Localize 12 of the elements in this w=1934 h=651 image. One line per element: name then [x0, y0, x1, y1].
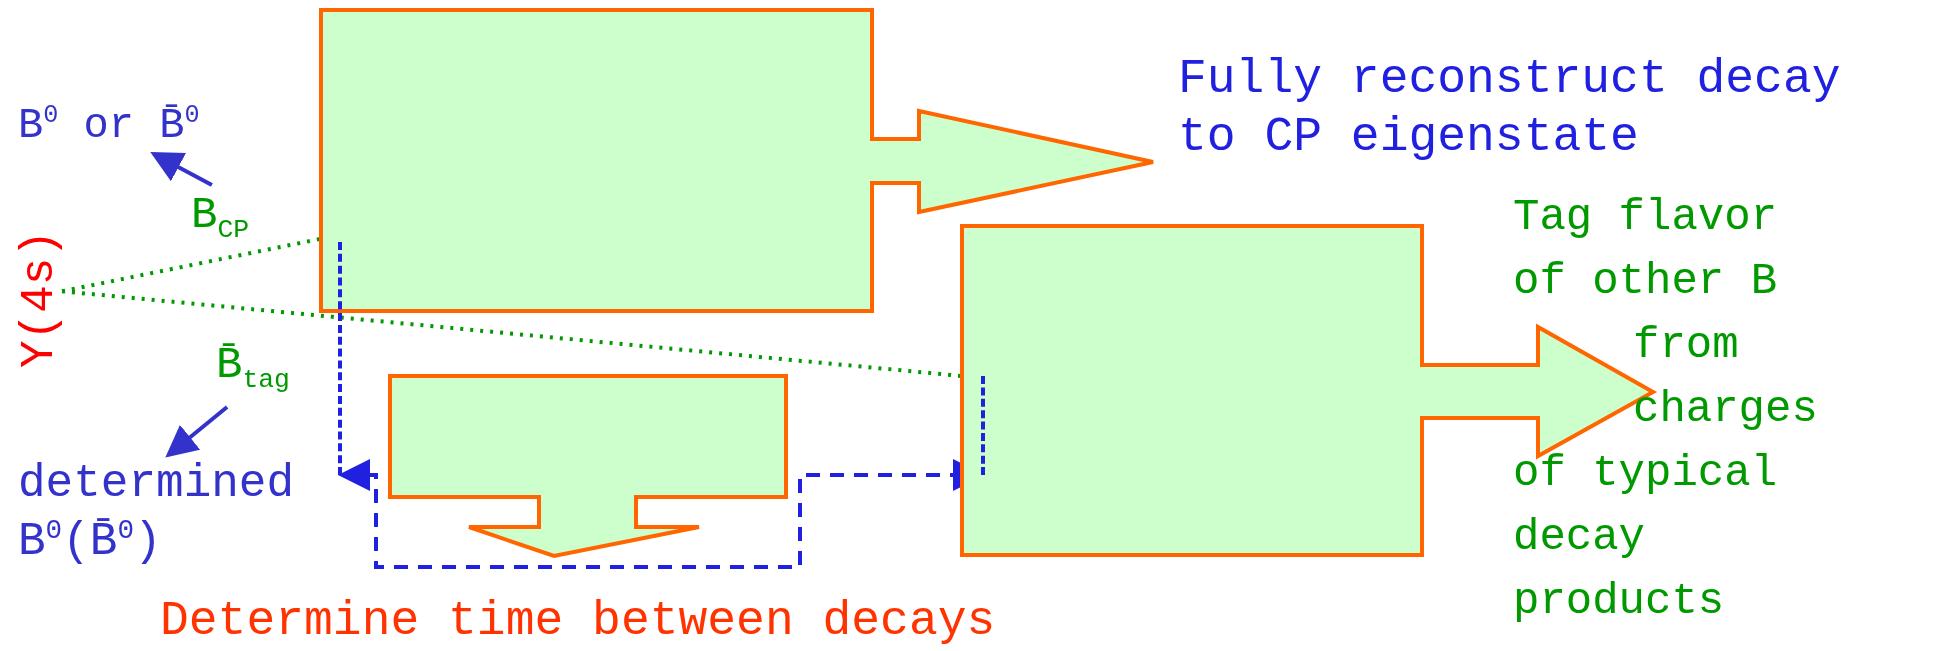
callout-text: Determine time between decays — [160, 594, 996, 648]
arrow — [165, 405, 229, 458]
particle-label: B$^{0}$ or B̄$^{0}$ — [18, 100, 200, 152]
decay-vertex-line — [338, 242, 342, 475]
callout-text: Fully reconstruct decay to CP eigenstate — [1178, 51, 1842, 166]
decay-vertex-line — [981, 376, 985, 475]
callout-text: Tag flavor of other B from charges of typical decay products — [1513, 192, 1818, 626]
particle-label: B$_{CP}$ — [191, 189, 250, 245]
resonance-label: Υ(4s) — [17, 230, 63, 368]
particle-label: B̄$_{tag}$ — [216, 339, 290, 397]
particle-label: determined B$^{0}$(B̄$^{0}$) — [18, 457, 296, 570]
arrow — [150, 152, 213, 187]
